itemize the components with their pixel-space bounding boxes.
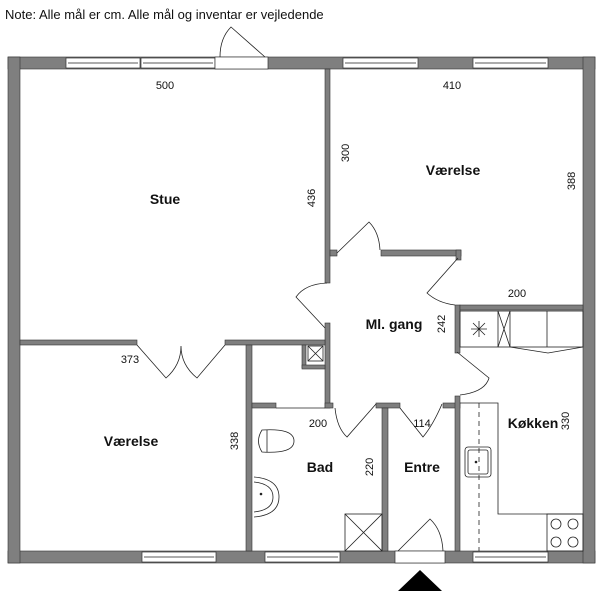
dim-vaerelse-bottom-width: 373: [121, 354, 139, 366]
room-label-kokken: Køkken: [508, 415, 559, 431]
dim-bad-width: 200: [309, 418, 327, 430]
dim-gang-depth: 242: [436, 315, 448, 333]
windows: [65, 57, 549, 563]
entrance-arrow-icon: [398, 570, 442, 591]
door-kokken[interactable]: [456, 351, 490, 396]
toilet-icon: [258, 429, 295, 453]
dim-stue-depth: 436: [306, 189, 318, 207]
door-vaerelse-bottom[interactable]: [136, 344, 226, 379]
door-stue[interactable]: [295, 282, 328, 329]
room-label-bad: Bad: [307, 459, 333, 475]
door-bad[interactable]: [334, 403, 377, 438]
dim-gang-width: 200: [508, 288, 526, 300]
door-entre[interactable]: [399, 403, 443, 438]
door-vaerelse-top[interactable]: [336, 221, 381, 254]
dim-stue-width: 500: [156, 80, 174, 92]
door-gang-right[interactable]: [426, 257, 459, 306]
shower-icon: [344, 513, 383, 552]
dim-vaerelse-bottom-depth: 338: [229, 432, 241, 450]
dim-vaerelse-top-depth: 388: [566, 172, 578, 190]
shaft-icon: [307, 345, 324, 362]
dim-vaerelse-top-width: 410: [443, 80, 461, 92]
room-label-stue: Stue: [150, 191, 181, 207]
plan-note: Note: Alle mål er cm. Alle mål og invent…: [5, 7, 324, 22]
kitchen-cabinets: [459, 310, 584, 354]
room-label-gang: Ml. gang: [366, 316, 423, 332]
front-door[interactable]: [394, 518, 446, 564]
kitchen-sink-icon: [464, 446, 492, 478]
stove-icon: [546, 513, 584, 552]
dim-entre-width: 114: [413, 418, 431, 430]
interior-walls: [19, 68, 584, 552]
dim-kokken-depth: 330: [560, 412, 572, 430]
terrace-door[interactable]: [214, 26, 269, 70]
bathroom-sink-icon: [253, 476, 280, 518]
dim-vaerelse-top-wall: 300: [340, 144, 352, 162]
room-label-vaerelse-bottom: Værelse: [104, 433, 159, 449]
room-label-entre: Entre: [404, 459, 440, 475]
light-icon: [471, 321, 487, 337]
dim-bad-depth: 220: [364, 458, 376, 476]
room-label-vaerelse-top: Værelse: [426, 162, 481, 178]
